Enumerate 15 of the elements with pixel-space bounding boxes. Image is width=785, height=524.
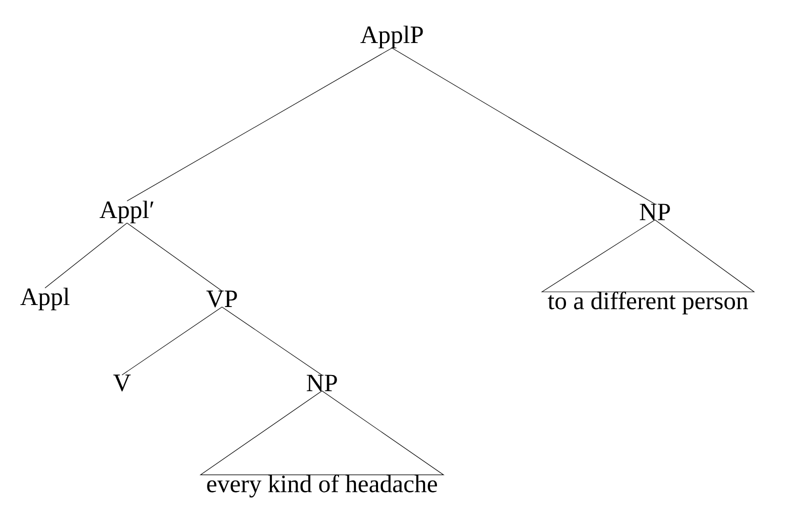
- tree-label: ApplP: [360, 26, 423, 48]
- branch-line: [44, 222, 128, 288]
- branch-line: [222, 306, 322, 376]
- branch-line: [122, 306, 222, 376]
- tree-label: Appl: [20, 288, 70, 310]
- tree-label: V: [113, 374, 131, 392]
- tree-label: Appl′: [100, 200, 154, 224]
- branch-line: [392, 48, 656, 204]
- tree-label: NP: [640, 204, 670, 220]
- tree-label: VP: [206, 290, 237, 308]
- phrase-text: every kind of headache: [207, 474, 437, 498]
- branch-line: [126, 48, 392, 202]
- tree-label: NP: [306, 374, 337, 392]
- branch-line: [126, 222, 222, 292]
- phrase-text: to a different person: [548, 292, 748, 314]
